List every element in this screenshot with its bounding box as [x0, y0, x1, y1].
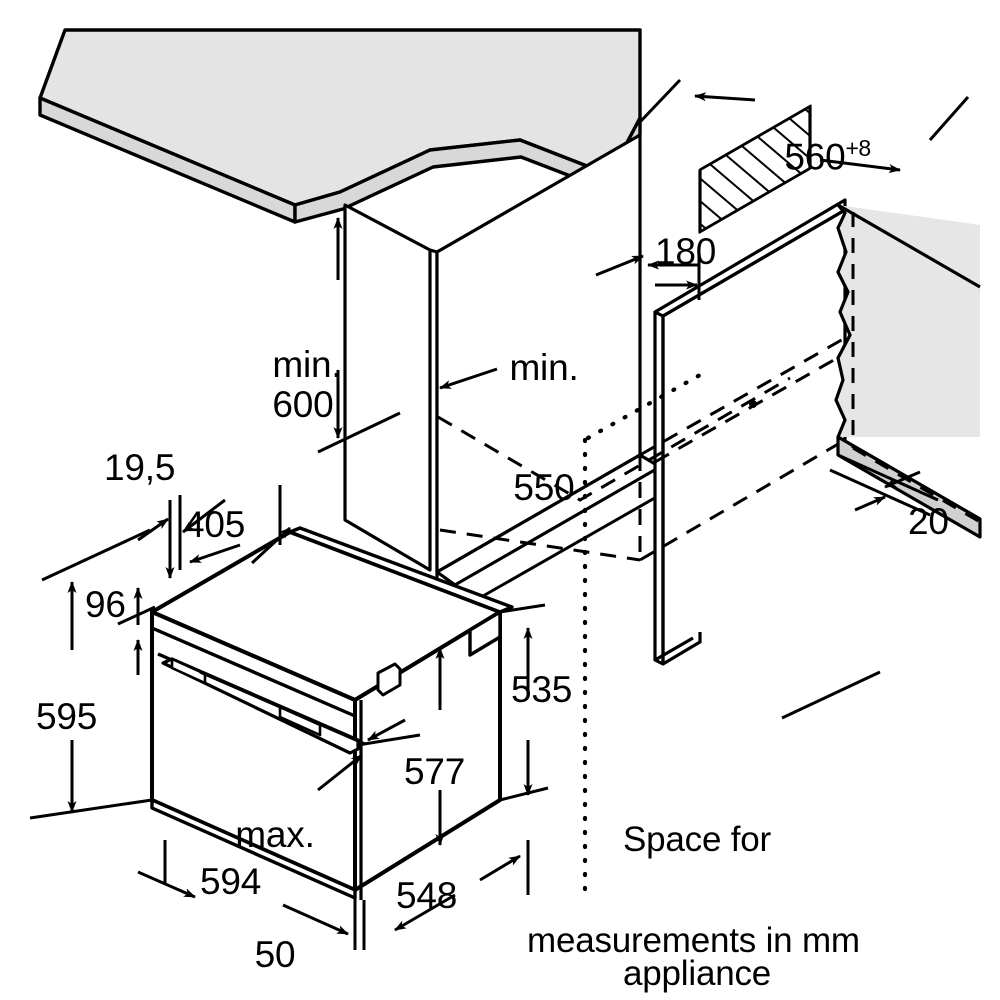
dim-20-arrow-left	[884, 470, 921, 489]
ext-max50	[357, 733, 421, 747]
wall-panel-torn-edge	[834, 203, 852, 438]
dim-548-arrow-right	[479, 854, 521, 882]
dim-label-548: 548	[396, 875, 458, 916]
dim-405-arrow-right	[250, 526, 292, 565]
ext-560-right	[928, 96, 970, 141]
ext-535-bottom	[499, 786, 549, 802]
worktop-top-surface	[38, 28, 642, 207]
wall-panel-face	[836, 205, 980, 437]
oven-handle-left-mount	[170, 657, 207, 685]
ext-535-top	[499, 603, 546, 614]
dim-405-arrow-left	[182, 498, 226, 534]
wall-hidden-lines	[851, 212, 981, 524]
dim-560-arrow-right	[819, 158, 901, 174]
ext-600-bottom	[317, 411, 401, 454]
dimension-lines	[29, 78, 970, 950]
wall-panel-top-edge	[837, 203, 981, 289]
oven-door-gap-line	[199, 670, 366, 746]
ext-96-bottom	[117, 605, 156, 626]
dim-label-405: 405	[184, 504, 246, 545]
ext-20-upper	[837, 453, 939, 502]
dim-548-arrow-left	[394, 893, 456, 932]
niche-right-panel-face	[661, 207, 847, 664]
dim-405-arrow-left2	[189, 543, 241, 564]
oven-group	[150, 526, 514, 900]
dim-594-arrow-right	[282, 903, 349, 936]
niche-hidden-lines	[437, 312, 861, 562]
leader-lines	[781, 670, 881, 720]
connection-opening-marker	[749, 400, 757, 408]
dim-max50-leader	[317, 753, 363, 792]
oven-right-side-notch	[468, 610, 502, 657]
dim-label-min-600: min. 600	[272, 343, 342, 425]
dim-label-535: 535	[511, 669, 573, 710]
ext-560-left	[638, 78, 682, 124]
dim-550-arrow-down	[439, 367, 498, 390]
connection-space-note: Space for appliance connection 320 x 115	[623, 819, 772, 993]
dim-195-arrow-in	[137, 517, 169, 542]
dim-label-577: 577	[404, 751, 466, 792]
oven-side-recess	[376, 662, 402, 697]
dim-594-arrow-left	[137, 870, 196, 899]
dim-label-560: 560+8	[784, 134, 871, 178]
ext-20-lower	[829, 468, 931, 517]
oven-control-panel-line	[151, 626, 356, 718]
dim-label-19-5: 19,5	[104, 447, 176, 488]
dim-label-min-550: min. 550	[509, 346, 579, 508]
dim-label-max-50: max. 50	[235, 813, 315, 975]
dim-550-arrow-up	[595, 254, 644, 277]
oven-top-rear-ridge	[288, 526, 514, 614]
niche-right-panel-base2	[654, 636, 694, 662]
dim-560-arrow-left	[694, 92, 756, 102]
niche-right-panel-base	[662, 632, 702, 666]
niche-left-panel-outer	[343, 203, 432, 572]
dim-label-594: 594	[200, 861, 262, 902]
ext-595-bottom	[29, 798, 153, 820]
dim-label-96: 96	[85, 584, 126, 625]
dim-label-20: 20	[908, 501, 949, 542]
ext-595-top	[41, 528, 151, 582]
dim-max50-arrow	[367, 718, 406, 742]
leader-connection-text	[781, 670, 881, 720]
dim-label-595: 595	[36, 696, 98, 737]
measurement-units-note: measurements in mm	[527, 921, 860, 960]
dim-label-180: 180	[655, 231, 717, 272]
appliance-connection-opening	[698, 104, 812, 234]
dim-20-arrow-right	[854, 495, 886, 512]
niche-carcass-group	[343, 104, 861, 903]
